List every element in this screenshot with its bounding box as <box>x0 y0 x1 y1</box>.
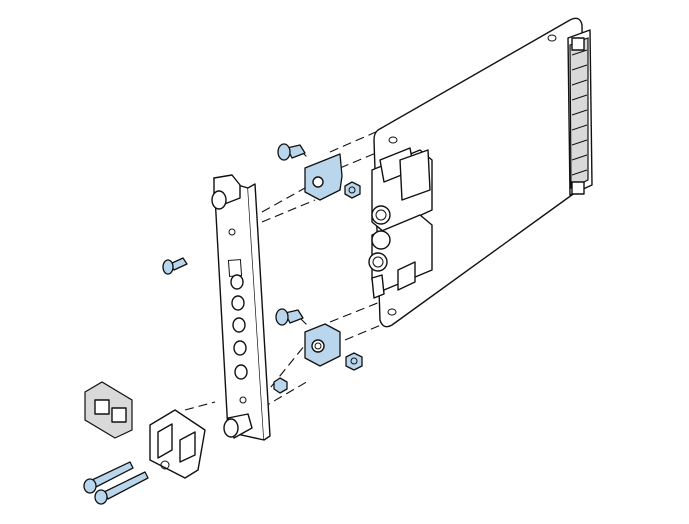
upper-nut <box>344 181 361 199</box>
captive-screw-bottom <box>223 413 253 439</box>
panel-screw <box>162 257 188 275</box>
upper-screw <box>277 143 306 161</box>
long-screw <box>83 461 134 494</box>
mount-hole <box>547 34 557 42</box>
label-cover <box>84 381 133 439</box>
captive-screw-top <box>211 174 241 210</box>
mount-hole <box>387 308 397 316</box>
rear-connector <box>567 29 593 196</box>
mount-hole <box>388 136 398 144</box>
lower-screw <box>275 308 304 326</box>
ejector-handle <box>149 409 206 479</box>
lower-nut <box>345 352 363 371</box>
long-screw <box>94 471 149 505</box>
front-board-components <box>368 147 433 299</box>
lower-bracket <box>304 323 341 367</box>
upper-bracket <box>304 153 343 201</box>
washer <box>273 377 288 394</box>
front-panel <box>211 174 271 441</box>
